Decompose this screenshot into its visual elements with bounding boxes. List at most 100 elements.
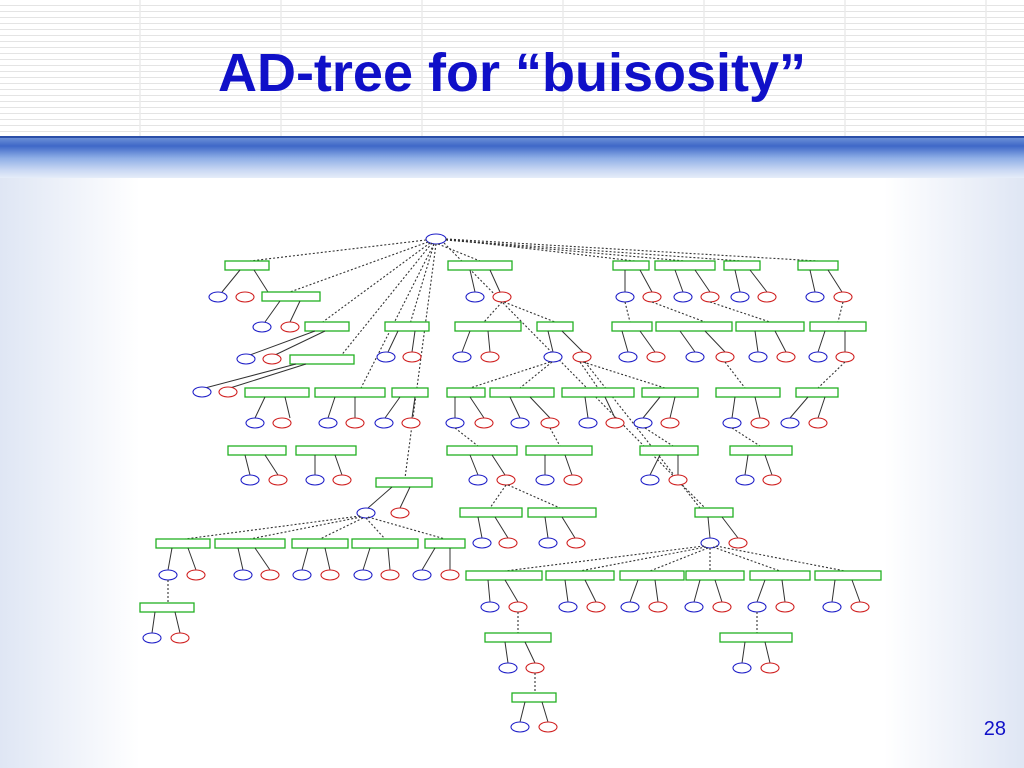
tree-prediction-no <box>508 601 528 613</box>
tree-prediction-no <box>660 417 680 429</box>
tree-prediction-yes <box>236 353 256 365</box>
tree-edge <box>244 454 279 476</box>
tree-prediction-yes <box>822 601 842 613</box>
tree-prediction-no <box>762 474 782 486</box>
tree-split-node <box>561 387 635 398</box>
tree-prediction-no <box>808 417 828 429</box>
tree-edge <box>831 579 861 603</box>
tree-prediction-yes <box>292 569 312 581</box>
tree-prediction-yes <box>452 351 472 363</box>
header-divider-line <box>0 136 1024 138</box>
slide-page-number: 28 <box>983 718 1006 740</box>
tree-prediction-no <box>750 417 770 429</box>
tree-split-node <box>224 260 270 271</box>
tree-prediction-no <box>272 417 292 429</box>
tree-split-node <box>809 321 867 332</box>
tree-prediction-yes <box>735 474 755 486</box>
tree-prediction-yes <box>376 351 396 363</box>
tree-edge <box>693 579 723 603</box>
tree-prediction-no <box>345 417 365 429</box>
tree-split-node <box>654 260 716 271</box>
tree-split-node <box>641 387 699 398</box>
tree-edge <box>249 330 326 356</box>
tree-split-node <box>511 692 557 703</box>
tree-edge <box>339 242 433 358</box>
tree-prediction-no <box>498 537 518 549</box>
tree-edge <box>544 516 576 539</box>
tree-edge <box>437 243 481 262</box>
slide-header-grid <box>0 0 1024 136</box>
tree-split-node <box>384 321 430 332</box>
tree-edge <box>564 579 597 603</box>
tree-split-node <box>619 570 685 581</box>
tree-split-node <box>447 260 513 271</box>
tree-split-node <box>289 354 355 365</box>
tree-split-node <box>723 260 761 271</box>
tree-prediction-no <box>572 351 592 363</box>
tree-prediction-yes <box>578 417 598 429</box>
tree-split-node <box>729 445 793 456</box>
tree-edge <box>487 579 519 603</box>
tree-edge <box>327 396 356 419</box>
tree-edge <box>445 239 743 262</box>
tree-prediction-yes <box>620 601 640 613</box>
tree-edge <box>649 454 679 476</box>
tree-split-node <box>814 570 882 581</box>
tree-split-node <box>304 321 350 332</box>
tree-edge <box>817 330 846 353</box>
tree-prediction-yes <box>353 569 373 581</box>
tree-split-node <box>655 321 733 332</box>
tree-edge <box>734 269 768 293</box>
tree-edge <box>674 269 711 293</box>
tree-prediction-no <box>700 291 720 303</box>
slide-title: AD-tree for “buisosity” <box>217 43 807 103</box>
tree-prediction-yes <box>480 601 500 613</box>
tree-split-node <box>489 387 555 398</box>
tree-prediction-yes <box>318 417 338 429</box>
tree-prediction-no <box>668 474 688 486</box>
tree-prediction-no <box>712 601 732 613</box>
tree-edge <box>409 243 435 325</box>
tree-edge <box>387 330 416 353</box>
tree-edge <box>489 484 561 509</box>
tree-prediction-no <box>268 474 288 486</box>
tree-split-node <box>525 445 593 456</box>
tree-prediction-yes <box>142 632 162 644</box>
tree-prediction-yes <box>240 474 260 486</box>
tree-prediction-yes <box>468 474 488 486</box>
tree-split-node <box>314 387 386 398</box>
tree-prediction-yes <box>747 601 767 613</box>
tree-edge <box>477 516 509 539</box>
tree-edge <box>504 545 846 572</box>
tree-split-node <box>795 387 839 398</box>
tree-edge <box>754 330 787 353</box>
tree-split-node <box>446 445 518 456</box>
tree-edge <box>264 300 301 323</box>
tree-edge <box>362 547 391 571</box>
tree-prediction-no <box>646 351 666 363</box>
tree-split-node <box>139 602 195 613</box>
tree-prediction-no <box>775 601 795 613</box>
tree-prediction-yes <box>685 351 705 363</box>
tree-split-node <box>375 477 433 488</box>
tree-prediction-no <box>605 417 625 429</box>
tree-edge <box>642 396 676 419</box>
tree-edge <box>384 396 416 419</box>
tree-split-node <box>527 507 597 518</box>
tree-prediction-no <box>440 569 460 581</box>
tree-edge <box>319 242 431 325</box>
tree-edge <box>469 454 506 476</box>
tree-edge <box>629 579 659 603</box>
tree-edge <box>367 486 411 509</box>
tree-prediction-no <box>566 537 586 549</box>
tree-edge <box>184 515 446 540</box>
tree-prediction-no <box>525 662 545 674</box>
tree-prediction-no <box>496 474 516 486</box>
tree-edge <box>621 330 656 353</box>
tree-prediction-yes <box>633 417 653 429</box>
tree-split-node <box>719 632 793 643</box>
tree-prediction-no <box>850 601 870 613</box>
tree-prediction-no <box>728 537 748 549</box>
tree-prediction-no <box>401 417 421 429</box>
